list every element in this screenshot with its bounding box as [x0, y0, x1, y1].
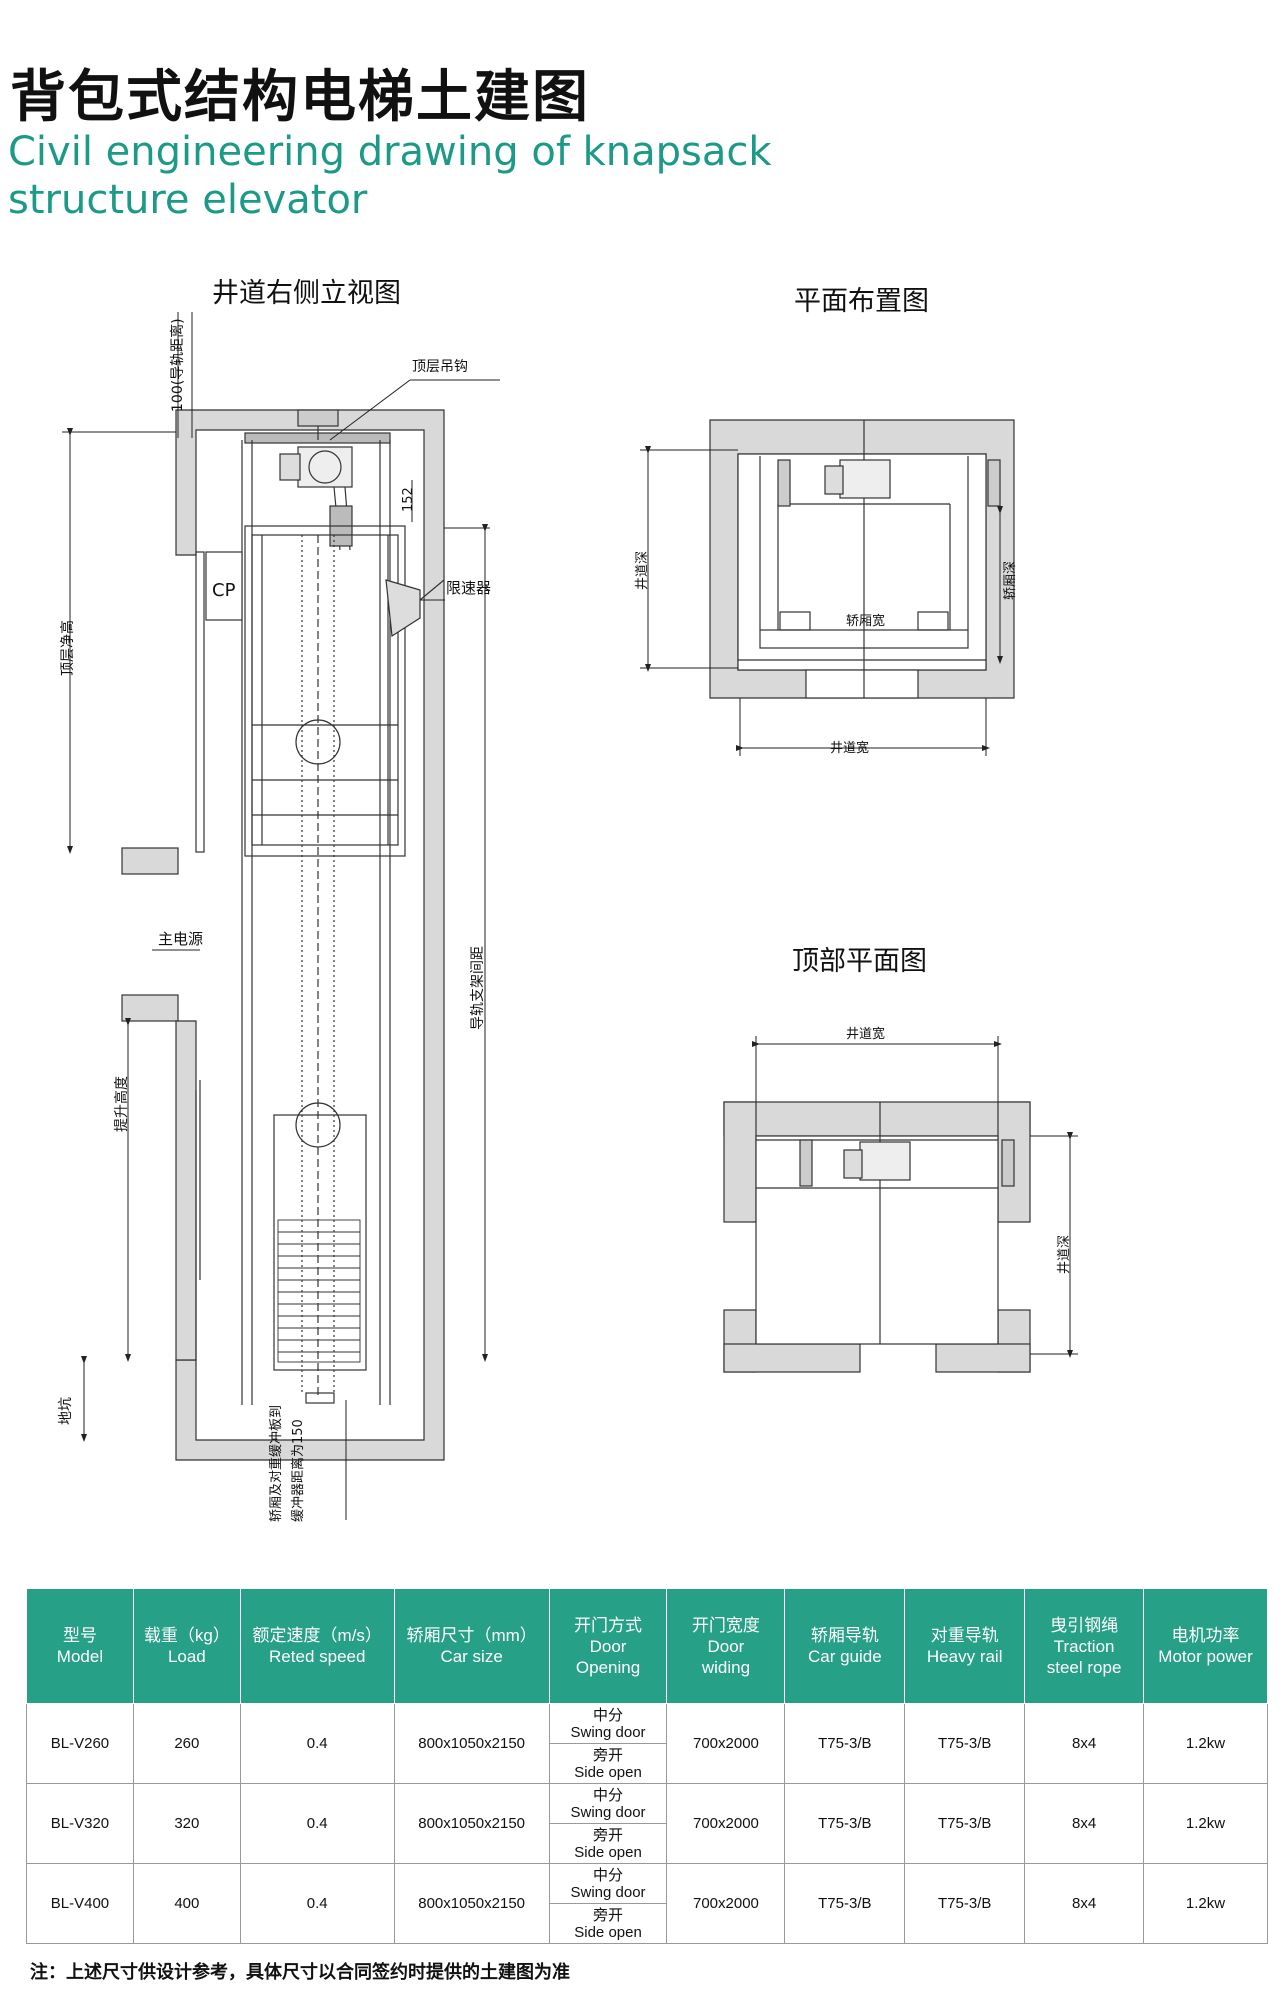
- cell-door-width: 700x2000: [666, 1703, 786, 1784]
- main-power-label: 主电源: [158, 930, 203, 948]
- cell-model: BL-V400: [26, 1863, 134, 1944]
- cell-load: 260: [132, 1703, 241, 1784]
- page-subtitle: Civil engineering drawing of knapsack st…: [8, 129, 772, 223]
- cell-door-width: 700x2000: [666, 1863, 786, 1944]
- cell-load: 400: [132, 1863, 241, 1944]
- cell-power: 1.2kw: [1143, 1703, 1268, 1784]
- plan-view-title: 平面布置图: [794, 286, 929, 317]
- header-speed: 额定速度（m/s）Reted speed: [239, 1588, 395, 1704]
- cell-car-size: 800x1050x2150: [393, 1783, 550, 1864]
- cp-label: CP: [212, 580, 236, 601]
- plan-depth-label: 井道深: [635, 551, 650, 590]
- buffer-note-1: 轿厢及对重缓冲板到: [268, 1405, 284, 1522]
- header-load: 载重（kg）Load: [132, 1588, 241, 1704]
- page-title: 背包式结构电梯土建图: [10, 64, 590, 130]
- top-hook-label: 顶层吊钩: [412, 359, 468, 375]
- cell-model: BL-V260: [26, 1703, 134, 1784]
- side-elevation-view: 井道右侧立视图 CP: [58, 278, 500, 1522]
- pit-label: 地坑: [58, 1397, 74, 1425]
- buffer-note-2: 缓冲器距离为150: [290, 1419, 306, 1522]
- cell-model: BL-V320: [26, 1783, 134, 1864]
- cell-heavy-rail: T75-3/B: [904, 1703, 1026, 1784]
- rail-spacing-label: 导轨支架间距: [470, 946, 486, 1030]
- cell-rope: 8x4: [1024, 1863, 1145, 1944]
- car-depth-label: 轿厢深: [1003, 561, 1018, 600]
- cell-speed: 0.4: [239, 1703, 395, 1784]
- cell-rope: 8x4: [1024, 1703, 1145, 1784]
- plan-width-label: 井道宽: [830, 740, 869, 756]
- top-depth-label: 井道深: [1057, 1235, 1072, 1274]
- limiter-label: 限速器: [446, 579, 491, 597]
- cell-car-size: 800x1050x2150: [393, 1863, 550, 1944]
- cell-heavy-rail: T75-3/B: [904, 1863, 1026, 1944]
- cell-heavy-rail: T75-3/B: [904, 1783, 1026, 1864]
- cell-car-guide: T75-3/B: [784, 1783, 906, 1864]
- car-width-label: 轿厢宽: [846, 613, 885, 629]
- cell-door-width: 700x2000: [666, 1783, 786, 1864]
- cell-car-size: 800x1050x2150: [393, 1703, 550, 1784]
- cell-power: 1.2kw: [1143, 1783, 1268, 1864]
- header-car-size: 轿厢尺寸（mm）Car size: [393, 1588, 550, 1704]
- top-clearance-label: 顶层净高: [59, 620, 76, 676]
- side-view-title: 井道右侧立视图: [212, 278, 401, 309]
- top-plan-title: 顶部平面图: [792, 946, 927, 977]
- rail-distance-label: 100(导轨距离): [169, 318, 186, 412]
- engineering-drawings: 井道右侧立视图 CP: [58, 278, 1078, 1522]
- cell-load: 320: [132, 1783, 241, 1864]
- lift-height-label: 提升高度: [113, 1076, 130, 1132]
- top-width-label: 井道宽: [846, 1026, 885, 1042]
- cell-car-guide: T75-3/B: [784, 1703, 906, 1784]
- top-plan-view: 顶部平面图 井道宽 井道深: [723, 946, 1078, 1373]
- cell-speed: 0.4: [239, 1783, 395, 1864]
- footnote: 注：上述尺寸供设计参考，具体尺寸以合同签约时提供的土建图为准: [30, 1962, 570, 1983]
- plan-layout-view: 平面布置图 轿厢宽 井道宽 井道深 轿厢深: [635, 286, 1018, 756]
- cell-car-guide: T75-3/B: [784, 1863, 906, 1944]
- cell-power: 1.2kw: [1143, 1863, 1268, 1944]
- dim-152-label: 152: [401, 487, 416, 512]
- cell-rope: 8x4: [1024, 1783, 1145, 1864]
- cell-speed: 0.4: [239, 1863, 395, 1944]
